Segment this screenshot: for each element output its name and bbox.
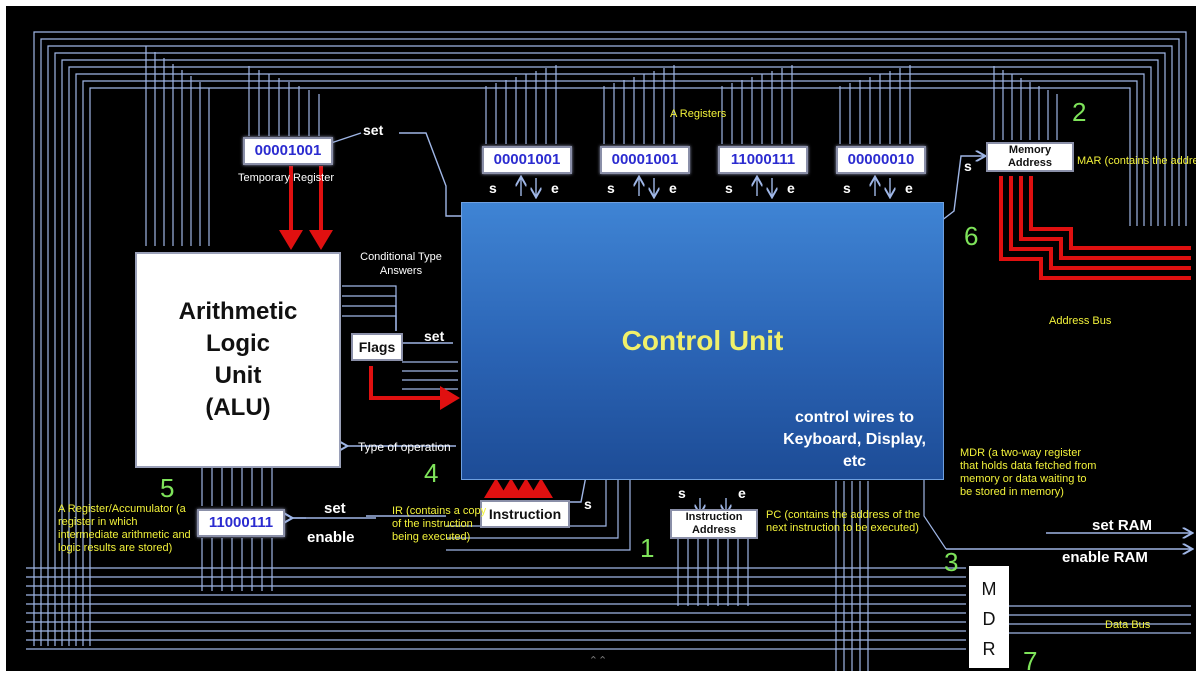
a-register-2-e: e bbox=[669, 180, 677, 196]
instruction-register: Instruction bbox=[480, 500, 570, 528]
mdr-letter-m: M bbox=[981, 579, 997, 599]
a-register-1-s: s bbox=[489, 180, 497, 196]
a-register-3: 11000111 bbox=[718, 146, 808, 174]
memory-address-line-1: Memory bbox=[1008, 144, 1052, 156]
temp-register-caption: Temporary Register bbox=[238, 172, 334, 184]
wire-layer bbox=[26, 31, 1196, 671]
mdr-letter-r: R bbox=[982, 639, 996, 659]
instruction-address-e: e bbox=[738, 485, 746, 501]
control-wires-label: control wires to Keyboard, Display, etc bbox=[783, 409, 926, 470]
instruction-address-line-2: Address bbox=[691, 524, 737, 536]
alu-line-4: (ALU) bbox=[205, 394, 271, 421]
data-bus-label: Data Bus bbox=[1105, 619, 1151, 631]
step-number-6: 6 bbox=[964, 221, 979, 251]
accumulator-register: 11000111 bbox=[197, 509, 285, 537]
a-register-3-s: s bbox=[725, 180, 733, 196]
accumulator-caption: A Register/Accumulator (a register in wh… bbox=[58, 503, 191, 554]
a-register-1: 00001001 bbox=[482, 146, 572, 174]
alu-line-1: Arithmetic bbox=[178, 298, 298, 325]
instruction-address-register: Instruction Address bbox=[670, 509, 758, 539]
memory-address-register: Memory Address bbox=[986, 142, 1074, 172]
flags-set-label: set bbox=[424, 328, 445, 344]
set-ram-label: set RAM bbox=[1092, 517, 1153, 534]
mar-caption: MAR (contains the address in main mem th… bbox=[1077, 155, 1196, 167]
type-of-operation-label: Type of operation bbox=[358, 440, 451, 454]
a-register-4-s: s bbox=[843, 180, 851, 196]
alu-line-2: Logic bbox=[206, 330, 270, 357]
wire-bundle bbox=[26, 31, 1191, 671]
a-registers-caption: A Registers bbox=[670, 108, 727, 120]
instruction-address-s: s bbox=[678, 485, 686, 501]
a-register-4-e: e bbox=[905, 180, 913, 196]
step-number-1: 1 bbox=[640, 533, 655, 563]
instruction-address-line-1: Instruction bbox=[685, 511, 743, 523]
accumulator-set-label: set bbox=[324, 500, 346, 517]
memory-address-line-2: Address bbox=[1007, 157, 1053, 169]
mdr-letter-d: D bbox=[982, 609, 996, 629]
a-register-2-s: s bbox=[607, 180, 615, 196]
mdr-register: M D R bbox=[969, 566, 1009, 668]
alu-line-3: Unit bbox=[214, 362, 262, 389]
step-number-4: 4 bbox=[424, 458, 439, 488]
instruction-register-s: s bbox=[584, 496, 592, 512]
step-number-3: 3 bbox=[944, 547, 959, 577]
cpu-diagram-screen: 00001001 set Temporary Register A Regist… bbox=[6, 6, 1196, 671]
mdr-caption: MDR (a two-way register that holds data … bbox=[960, 447, 1097, 498]
accumulator-enable-label: enable bbox=[307, 529, 355, 546]
step-number-2: 2 bbox=[1072, 97, 1087, 127]
scroll-up-handle[interactable]: ⌃⌃ bbox=[588, 654, 608, 667]
temp-register-set-label: set bbox=[363, 122, 384, 138]
control-unit-title: Control Unit bbox=[621, 325, 784, 356]
step-number-5: 5 bbox=[160, 473, 175, 503]
control-unit: Control Unit control wires to Keyboard, … bbox=[461, 202, 944, 480]
step-number-7: 7 bbox=[1023, 646, 1038, 671]
ir-caption: IR (contains a copy of the instruction b… bbox=[392, 505, 487, 543]
red-bus bbox=[279, 166, 1191, 498]
a-register-1-e: e bbox=[551, 180, 559, 196]
memory-address-s: s bbox=[964, 158, 972, 174]
flags-register: Flags bbox=[351, 333, 403, 361]
temporary-register: 00001001 bbox=[243, 137, 333, 165]
pc-caption: PC (contains the address of the next ins… bbox=[766, 509, 921, 534]
a-register-2: 00001001 bbox=[600, 146, 690, 174]
a-register-3-e: e bbox=[787, 180, 795, 196]
address-bus-label: Address Bus bbox=[1049, 315, 1112, 327]
a-register-4: 00000010 bbox=[836, 146, 926, 174]
alu-block: Arithmetic Logic Unit (ALU) bbox=[135, 252, 341, 468]
enable-ram-label: enable RAM bbox=[1062, 549, 1148, 566]
flags-caption: Conditional Type Answers bbox=[360, 251, 442, 277]
